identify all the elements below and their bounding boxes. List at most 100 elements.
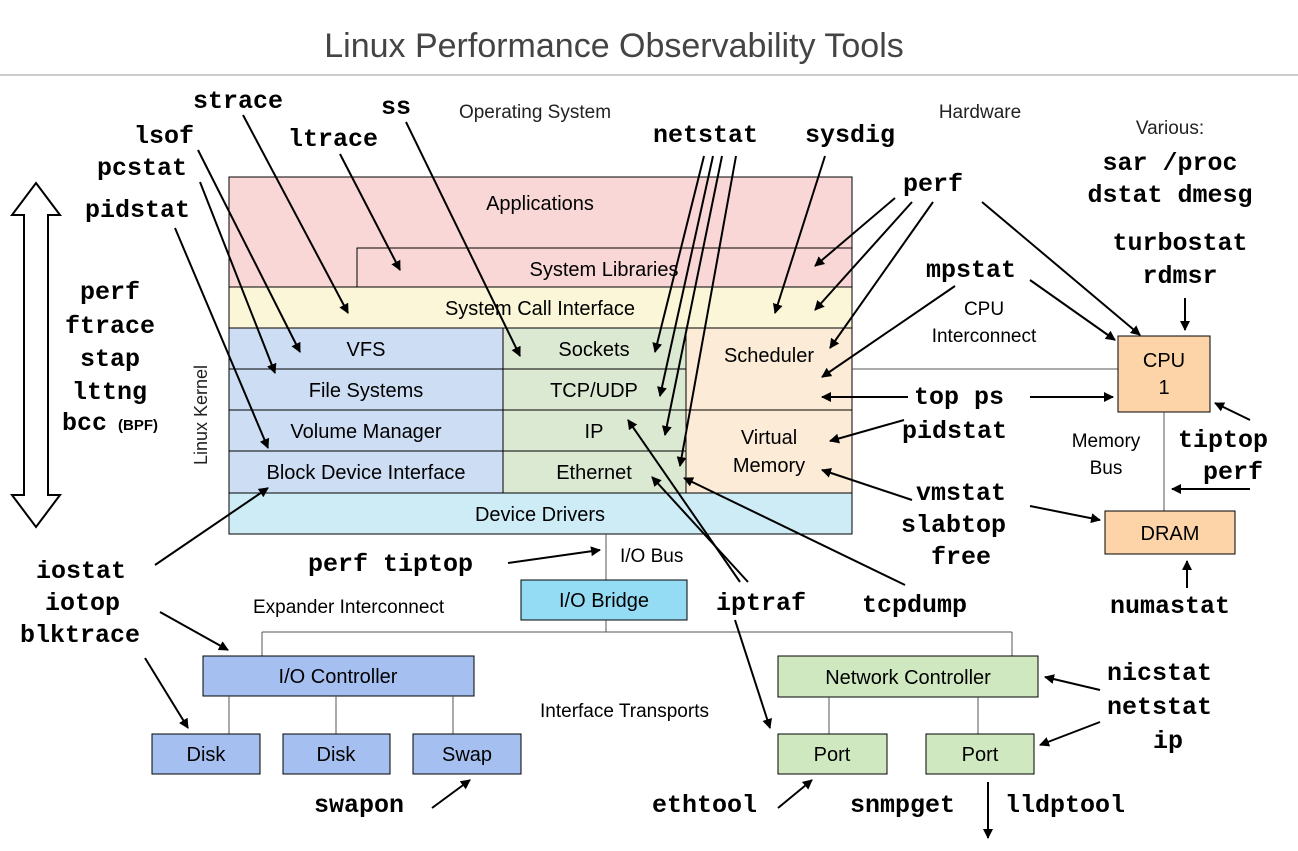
tool-pidstat-left: pidstat: [85, 196, 190, 225]
swap-label: Swap: [442, 744, 492, 766]
arrow-ss-sockets: [405, 121, 521, 357]
applications-label: Applications: [486, 193, 594, 215]
arrow-netstat-sockets: [652, 155, 705, 353]
hardware-label: Hardware: [939, 102, 1021, 123]
arrow-netstat-port: [1039, 721, 1101, 747]
port2-label: Port: [962, 744, 999, 766]
ethernet-label: Ethernet: [556, 462, 632, 484]
virtual-memory-label-2: Memory: [733, 455, 805, 477]
system-libraries-label: System Libraries: [530, 259, 679, 281]
vfs-layer: [228, 327, 504, 370]
system-call-interface-label: System Call Interface: [445, 298, 635, 320]
virtual-memory-layer: [685, 409, 853, 494]
arrow-netstat-ethernet: [676, 155, 737, 467]
system-call-interface-layer: [228, 286, 853, 329]
scheduler-label: Scheduler: [724, 345, 814, 367]
tool-lttng: lttng: [72, 378, 147, 407]
tool-top-ps: top ps: [914, 383, 1004, 412]
memory-bus-label-1: Memory: [1072, 431, 1141, 452]
arrow-mpstat-scheduler: [821, 285, 956, 378]
system-libraries-outline: [356, 247, 852, 287]
tool-mpstat: mpstat: [926, 256, 1016, 285]
tool-ethtool: ethtool: [652, 791, 757, 820]
arrow-tcpdump-ethernet: [683, 477, 906, 586]
arrow-iptraf-ethernet: [651, 476, 749, 583]
expander-interconnect-label: Expander Interconnect: [253, 597, 445, 618]
swap-box: [412, 733, 522, 775]
arrow-pidstat-vm: [829, 419, 905, 444]
tool-nicstat: nicstat: [1107, 659, 1212, 688]
io-controller-label: I/O Controller: [279, 666, 398, 688]
tool-ss: ss: [381, 93, 411, 122]
io-bridge-label: I/O Bridge: [559, 590, 649, 612]
tool-pidstat-right: pidstat: [902, 417, 1007, 446]
tool-dstat-dmesg: dstat dmesg: [1087, 181, 1252, 210]
arrow-sysdig-syscall: [772, 155, 826, 314]
linux-kernel-label: Linux Kernel: [191, 365, 211, 465]
tool-tiptop-right: tiptop: [1178, 426, 1268, 455]
tool-lldptool: lldptool: [1005, 791, 1125, 820]
various-label: Various:: [1136, 118, 1204, 139]
cpu-number: 1: [1158, 377, 1169, 399]
device-drivers-label: Device Drivers: [475, 504, 605, 526]
disk2-label: Disk: [317, 744, 357, 766]
tool-perf-top: perf: [903, 170, 963, 199]
tool-sar-proc: sar /proc: [1102, 149, 1237, 178]
dram-label: DRAM: [1141, 523, 1200, 545]
tool-bcc: bcc: [62, 409, 107, 438]
tool-sysdig: sysdig: [805, 121, 895, 150]
arrow-nicstat-controller: [1044, 674, 1101, 691]
tool-ltrace: ltrace: [288, 125, 378, 154]
disk2-box: [282, 733, 391, 775]
tool-ip: ip: [1153, 727, 1183, 756]
arrow-perf-syscall: [814, 201, 913, 311]
tool-bpf-note: (BPF): [118, 417, 158, 434]
ip-label: IP: [585, 421, 604, 443]
arrow-vmstat-vm: [821, 468, 913, 501]
tool-lsof: lsof: [134, 122, 194, 151]
tool-swapon: swapon: [314, 791, 404, 820]
network-controller-box: [777, 655, 1039, 698]
double-arrow-icon: [10, 181, 62, 529]
arrow-iptraf-port: [734, 619, 772, 729]
arrow-pcstat-filesystems: [199, 181, 277, 374]
tool-pcstat: pcstat: [97, 154, 187, 183]
cpu-label: CPU: [1143, 350, 1185, 372]
arrow-ethtool-port: [777, 779, 813, 809]
arrow-tiptop-cpu: [1214, 402, 1251, 421]
arrow-netstat-ip: [661, 155, 723, 436]
disk1-box: [151, 733, 261, 775]
arrow-iotop-controller: [159, 611, 229, 651]
port1-label: Port: [814, 744, 851, 766]
arrow-strace-syscall: [242, 114, 349, 314]
tool-iotop: iotop: [45, 589, 120, 618]
tool-stap: stap: [80, 345, 140, 374]
tool-perf-right: perf: [1203, 458, 1263, 487]
tool-strace: strace: [193, 87, 283, 116]
arrow-pidstat-volume: [174, 227, 270, 449]
arrow-ltrace-libraries: [339, 153, 401, 271]
vfs-label: VFS: [347, 339, 386, 361]
tool-ftrace: ftrace: [65, 312, 155, 341]
cpu-box: [1117, 335, 1211, 413]
interface-transports-label: Interface Transports: [540, 701, 709, 722]
arrow-perf-scheduler: [829, 201, 934, 349]
sockets-label: Sockets: [558, 339, 629, 361]
tool-free: free: [931, 543, 991, 572]
arrow-swapon-swap: [431, 779, 471, 809]
arrow-perf-libraries: [814, 197, 896, 267]
tool-numastat: numastat: [1110, 592, 1230, 621]
tool-turbostat: turbostat: [1112, 229, 1247, 258]
memory-bus-label-2: Bus: [1090, 458, 1123, 479]
io-bridge-box: [520, 579, 688, 621]
diagram-title: Linux Performance Observability Tools: [324, 27, 904, 65]
tool-tcpdump: tcpdump: [862, 591, 967, 620]
cpu-interconnect-label-1: CPU: [964, 299, 1004, 320]
dram-box: [1104, 510, 1236, 555]
port1-box: [777, 733, 888, 775]
port2-box: [925, 733, 1035, 775]
tool-perf-tiptop: perf tiptop: [308, 550, 473, 579]
tool-slabtop: slabtop: [901, 511, 1006, 540]
arrow-vmstat-dram: [1029, 505, 1101, 524]
io-controller-box: [202, 655, 475, 697]
